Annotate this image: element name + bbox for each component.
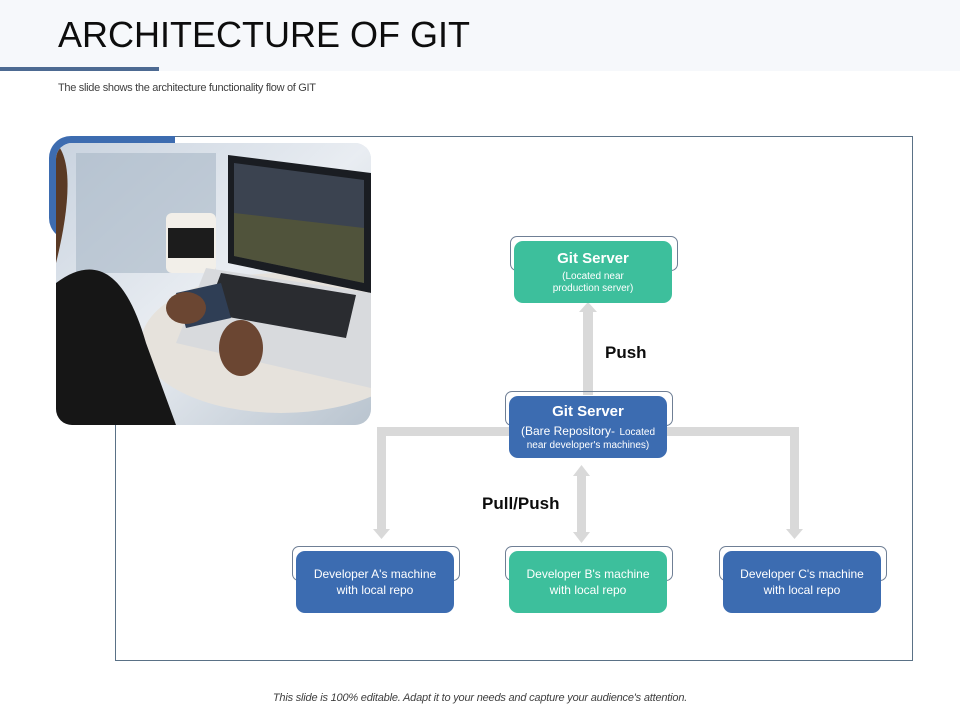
developer-a-line2: with local repo — [336, 583, 414, 597]
developer-c-node[interactable]: Developer C's machine with local repo — [723, 551, 881, 613]
developer-a-node[interactable]: Developer A's machine with local repo — [296, 551, 454, 613]
developer-b-line1: Developer B's machine — [526, 567, 650, 581]
production-git-server-node[interactable]: Git Server (Located near production serv… — [514, 241, 672, 303]
slide-subtitle: The slide shows the architecture functio… — [58, 82, 316, 94]
pull-push-arrow-head-down — [573, 532, 590, 543]
arrow-to-developer-c — [790, 427, 799, 531]
developer-c-line2: with local repo — [763, 583, 841, 597]
title-accent-bar — [0, 67, 159, 71]
bare-server-subtitle-line1: (Bare Repository- Located — [521, 422, 655, 440]
arrow-to-developer-a — [377, 427, 386, 531]
arrow-head-developer-c — [786, 529, 803, 539]
production-server-subtitle-2: production server) — [552, 282, 634, 294]
laptop-photo — [56, 143, 371, 425]
bare-git-server-node[interactable]: Git Server (Bare Repository- Located nea… — [509, 396, 667, 458]
bare-server-subtitle-1b: Located — [619, 426, 656, 438]
pull-push-arrow-shaft — [577, 474, 586, 534]
slide-title: ARCHITECTURE OF GIT — [58, 14, 470, 55]
header-band — [0, 0, 960, 71]
bare-server-title: Git Server — [552, 402, 624, 420]
developer-c-line1: Developer C's machine — [740, 567, 864, 581]
pull-push-label: Pull/Push — [482, 494, 560, 513]
push-arrow-head — [579, 302, 597, 312]
bare-server-subtitle-1a: (Bare Repository- — [520, 423, 615, 438]
developer-b-node[interactable]: Developer B's machine with local repo — [509, 551, 667, 613]
pull-push-arrow-head-up — [573, 465, 590, 476]
production-server-subtitle-1: (Located near — [562, 270, 624, 282]
bare-server-subtitle-2: near developer's machines) — [526, 439, 650, 451]
push-label: Push — [605, 343, 647, 362]
slide-footer: This slide is 100% editable. Adapt it to… — [272, 692, 688, 704]
production-server-title: Git Server — [557, 249, 629, 267]
arrow-head-developer-a — [373, 529, 390, 539]
developer-a-line1: Developer A's machine — [313, 567, 437, 581]
laptop-photo-illustration — [56, 143, 371, 425]
developer-b-line2: with local repo — [549, 583, 627, 597]
push-arrow-shaft — [583, 310, 593, 395]
